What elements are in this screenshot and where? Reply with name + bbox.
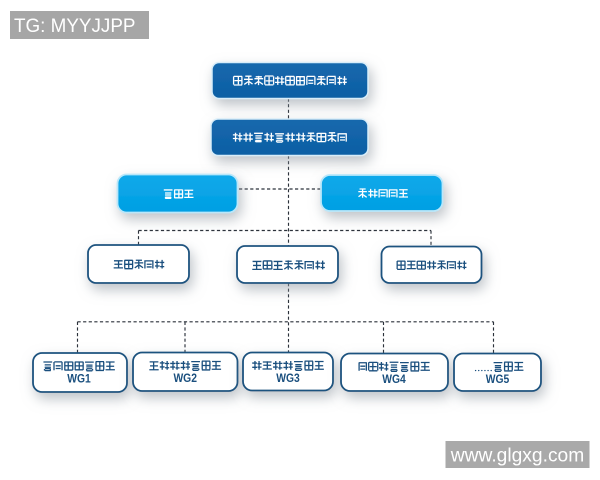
svg-text:TG: MYYJJPP: TG: MYYJJPP bbox=[14, 15, 136, 37]
svg-text:WG1: WG1 bbox=[67, 371, 91, 385]
svg-text:WG5: WG5 bbox=[486, 372, 510, 386]
svg-text:www.glgxg.com: www.glgxg.com bbox=[450, 444, 584, 466]
svg-text:WG2: WG2 bbox=[173, 371, 197, 385]
svg-text:WG3: WG3 bbox=[276, 371, 300, 385]
svg-text:WG4: WG4 bbox=[382, 372, 406, 386]
